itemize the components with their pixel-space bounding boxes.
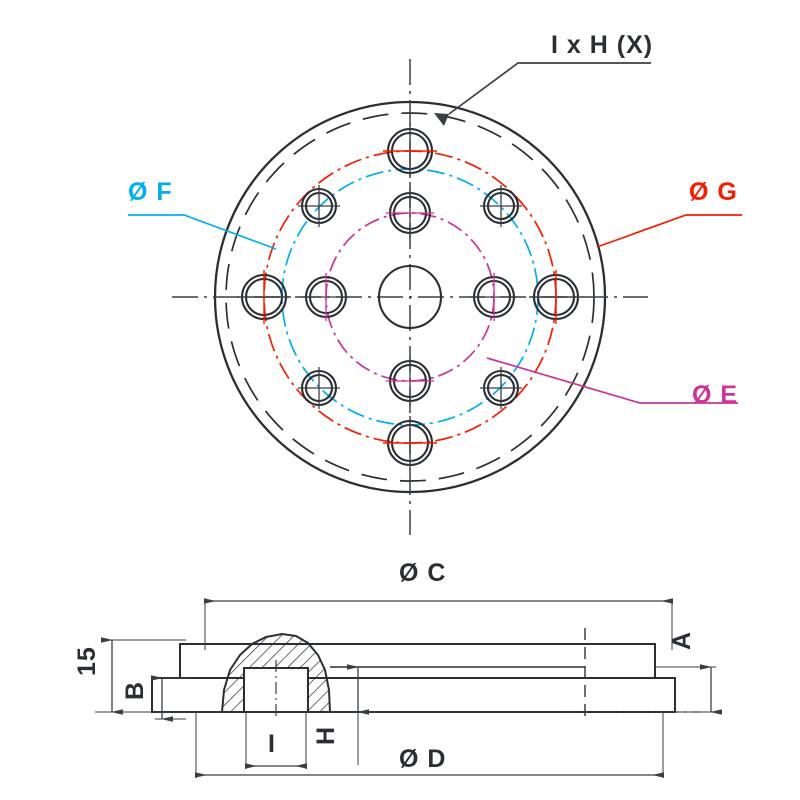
dimension-diameter-c	[204, 598, 673, 650]
callout-g-label: Ø G	[689, 178, 738, 206]
dimension-a-label: A	[668, 631, 696, 650]
section-side-view: Ø C Ø D A 15 B	[73, 559, 722, 778]
callout-f-label: Ø F	[128, 178, 173, 206]
bolt-hole-group-e	[302, 189, 518, 405]
dimension-15-label: 15	[73, 646, 101, 676]
dimension-i-label: I	[268, 730, 276, 758]
center-bore	[377, 264, 443, 330]
bolt-hole-e-south	[386, 357, 434, 405]
bolt-hole-g-west	[237, 270, 291, 324]
bolt-hole-group-g	[237, 124, 583, 470]
dimension-height-b	[151, 675, 186, 722]
bolt-hole-f-northwest	[298, 185, 340, 227]
bolt-hole-g-east	[529, 270, 583, 324]
dimension-d-label: Ø D	[399, 745, 446, 773]
bolt-hole-f-southwest	[298, 367, 340, 409]
front-circular-view: I x H (X) Ø F Ø G Ø E	[128, 31, 742, 535]
callout-hole-leader	[434, 62, 651, 126]
dimension-c-label: Ø C	[399, 559, 446, 587]
callout-f-leader	[128, 214, 277, 250]
dimension-height-15	[101, 637, 186, 715]
bolt-hole-e-east	[470, 273, 518, 321]
callout-g-leader	[596, 214, 742, 248]
callout-hole-label: I x H (X)	[551, 31, 653, 59]
bolt-hole-f-northeast	[480, 185, 522, 227]
dimension-b-label: B	[121, 681, 149, 700]
dimension-h-label: H	[312, 726, 340, 745]
callout-e-leader	[486, 357, 738, 404]
bolt-hole-e-north	[386, 189, 434, 237]
bolt-hole-e-west	[302, 273, 350, 321]
bolt-hole-group-f	[298, 185, 522, 409]
bolt-hole-g-south	[383, 416, 437, 470]
bolt-hole-g-north	[383, 124, 437, 178]
dimension-width-i	[245, 712, 307, 769]
bolt-hole-f-southeast	[480, 367, 522, 409]
dimension-thickness-a	[655, 664, 722, 715]
dimension-diameter-d	[195, 712, 664, 778]
callout-e-label: Ø E	[692, 381, 738, 409]
